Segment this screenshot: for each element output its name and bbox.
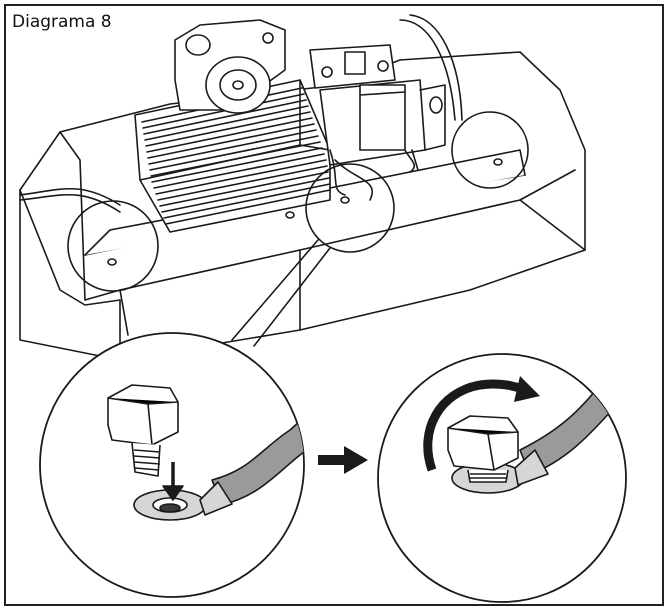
detail-step-tighten-screw [377, 353, 627, 603]
highlight-circle-left [67, 200, 159, 292]
right-arrow-icon [318, 446, 368, 474]
mounting-hole-center [340, 196, 350, 204]
highlight-circle-right [451, 111, 529, 189]
internal-cables [19, 14, 463, 213]
detail-step-insert-screw [39, 332, 305, 598]
mounting-hole-left [107, 258, 117, 266]
callout-lines [119, 239, 331, 347]
highlight-circle-center [305, 163, 395, 253]
diagram-title: Diagrama 8 [12, 12, 112, 32]
buzzer-component [174, 19, 286, 114]
curved-arrow-icon [423, 379, 527, 472]
screw [107, 384, 179, 477]
mounting-hole-right [493, 158, 503, 166]
ground-wire [211, 411, 304, 506]
transformer-component [309, 44, 446, 166]
